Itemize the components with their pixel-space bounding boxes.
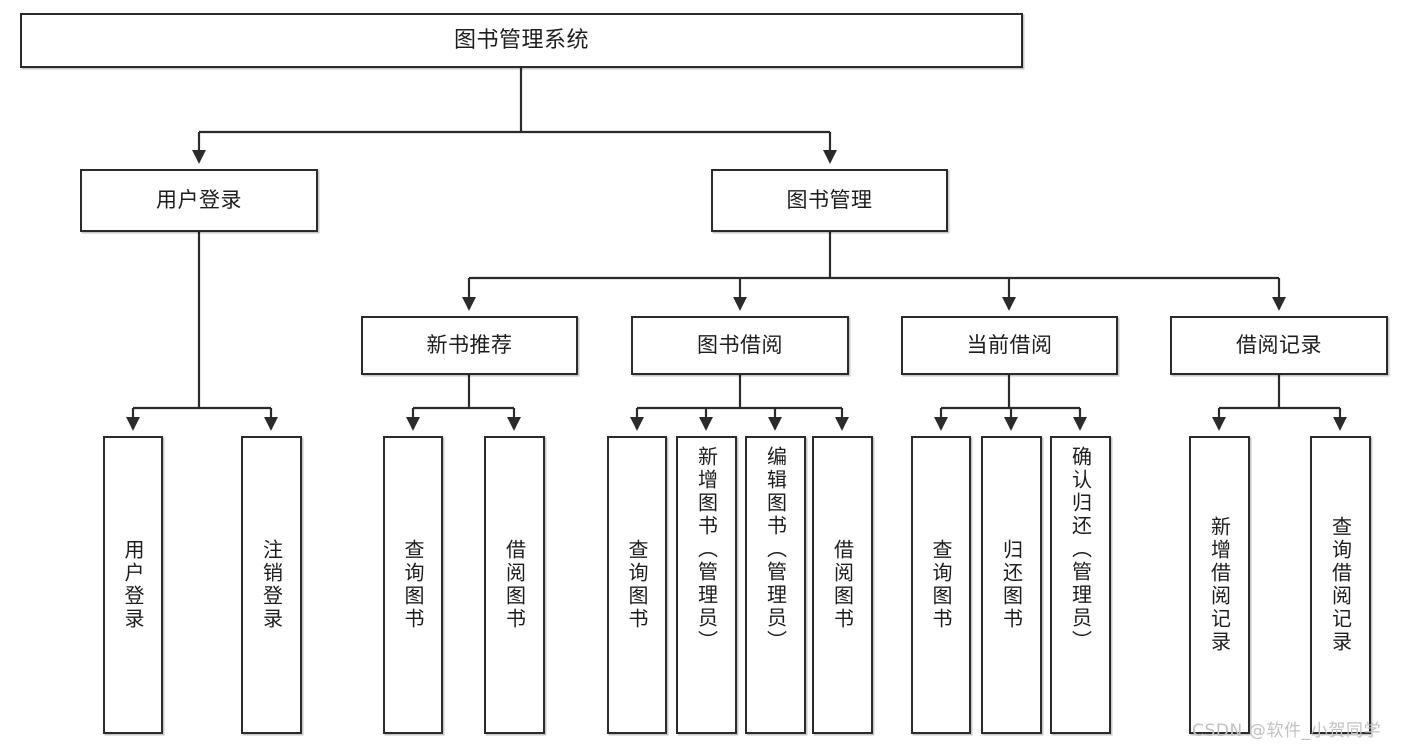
leaf-query-book-current-label: 查询图书: [929, 539, 953, 631]
node-new-book-recommend-label: 新书推荐: [426, 333, 513, 358]
leaf-query-borrow-record[interactable]: 查询借阅记录: [1310, 436, 1371, 734]
leaf-add-book-admin[interactable]: 新增图书（管理员）: [676, 436, 737, 734]
leaf-user-login-label: 用户登录: [121, 539, 145, 631]
leaf-user-login[interactable]: 用户登录: [103, 436, 163, 734]
leaf-query-book-current[interactable]: 查询图书: [911, 436, 971, 734]
node-current-borrow[interactable]: 当前借阅: [901, 316, 1118, 375]
node-borrow-record-label: 借阅记录: [1236, 333, 1322, 358]
watermark: CSDN @软件_小贺同学: [1192, 721, 1382, 741]
node-borrow-record[interactable]: 借阅记录: [1170, 316, 1388, 375]
leaf-borrow-book[interactable]: 借阅图书: [812, 436, 873, 734]
leaf-logout[interactable]: 注销登录: [241, 436, 302, 734]
leaf-borrow-book-recommend[interactable]: 借阅图书: [484, 436, 545, 734]
leaf-add-borrow-record[interactable]: 新增借阅记录: [1189, 436, 1250, 734]
node-book-management[interactable]: 图书管理: [711, 169, 948, 232]
leaf-borrow-book-label: 借阅图书: [830, 539, 855, 631]
node-user-login[interactable]: 用户登录: [80, 169, 318, 232]
leaf-query-book[interactable]: 查询图书: [607, 436, 667, 734]
leaf-query-borrow-record-label: 查询借阅记录: [1328, 516, 1353, 654]
leaf-borrow-book-recommend-label: 借阅图书: [502, 539, 527, 631]
leaf-query-book-label: 查询图书: [625, 539, 649, 631]
node-book-management-label: 图书管理: [786, 188, 873, 213]
leaf-return-book-label: 归还图书: [999, 539, 1024, 631]
leaf-add-borrow-record-label: 新增借阅记录: [1207, 516, 1232, 654]
node-root-label: 图书管理系统: [453, 27, 589, 53]
leaf-logout-label: 注销登录: [259, 539, 284, 631]
leaf-query-book-recommend[interactable]: 查询图书: [383, 436, 443, 734]
leaf-query-book-recommend-label: 查询图书: [401, 539, 425, 631]
node-current-borrow-label: 当前借阅: [966, 333, 1053, 358]
node-book-borrow[interactable]: 图书借阅: [631, 316, 849, 375]
leaf-edit-book-admin[interactable]: 编辑图书（管理员）: [745, 436, 806, 734]
node-user-login-label: 用户登录: [156, 188, 242, 213]
node-new-book-recommend[interactable]: 新书推荐: [361, 316, 578, 375]
leaf-return-book[interactable]: 归还图书: [981, 436, 1042, 734]
leaf-confirm-return-admin[interactable]: 确认归还（管理员）: [1050, 436, 1111, 734]
node-root[interactable]: 图书管理系统: [20, 13, 1023, 68]
leaf-add-book-admin-label: 新增图书（管理员）: [694, 446, 719, 653]
node-book-borrow-label: 图书借阅: [697, 333, 783, 358]
leaf-edit-book-admin-label: 编辑图书（管理员）: [763, 446, 788, 653]
leaf-confirm-return-admin-label: 确认归还（管理员）: [1068, 446, 1093, 653]
